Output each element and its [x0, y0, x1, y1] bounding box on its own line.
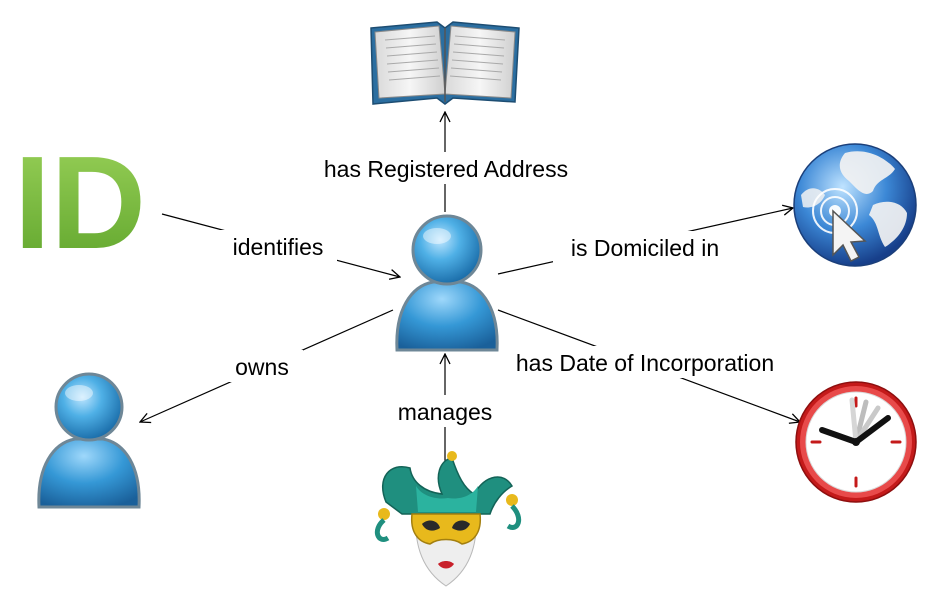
- jester-mask-icon: [374, 451, 522, 587]
- edge-label-owns: owns: [235, 354, 289, 380]
- edge-label-registered-address: has Registered Address: [324, 156, 568, 182]
- edge-label-domiciled: is Domiciled in: [571, 235, 719, 261]
- person-icon-central: [395, 214, 499, 352]
- person-icon-owned: [37, 372, 141, 509]
- clock-icon: [795, 381, 917, 503]
- id-logo-text: ID: [14, 129, 146, 276]
- edge-label-manages: manages: [398, 399, 493, 425]
- edge-label-identifies: identifies: [233, 234, 324, 260]
- edge-label-incorporation: has Date of Incorporation: [516, 350, 774, 376]
- id-logo-icon: ID: [14, 129, 146, 276]
- globe-icon: [793, 143, 917, 267]
- book-icon: [370, 21, 520, 105]
